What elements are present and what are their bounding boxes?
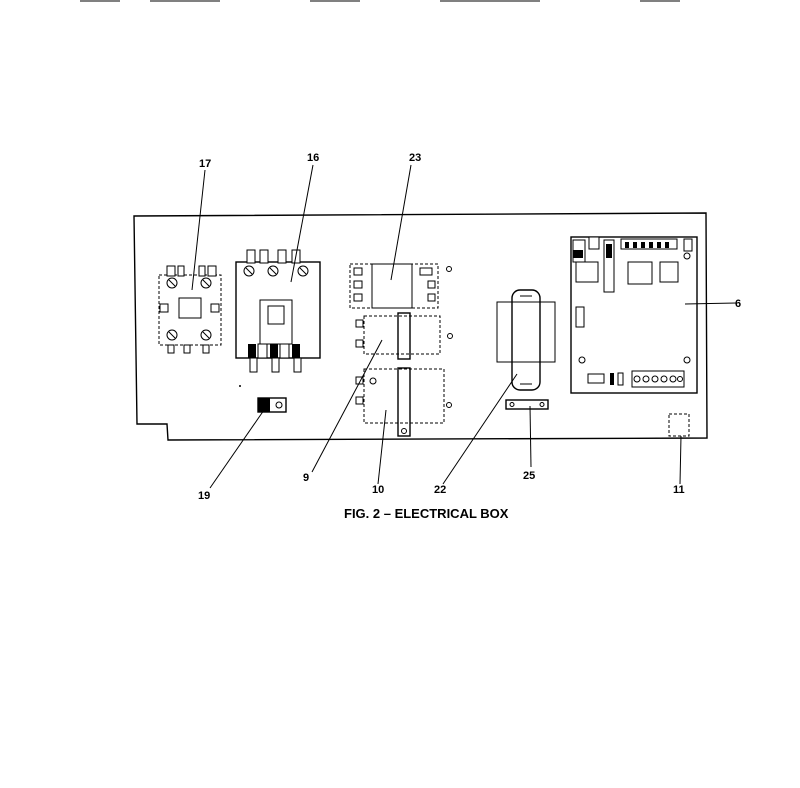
figure-caption: FIG. 2 – ELECTRICAL BOX bbox=[344, 506, 509, 521]
contactor-17 bbox=[158, 265, 222, 354]
component-11 bbox=[668, 413, 690, 437]
bracket-19 bbox=[239, 385, 287, 413]
control-board-6 bbox=[570, 236, 698, 394]
contactor-16 bbox=[235, 249, 321, 373]
callout-25: 25 bbox=[523, 470, 535, 482]
callout-10: 10 bbox=[372, 484, 384, 496]
relay-9 bbox=[355, 312, 453, 360]
relay-23 bbox=[349, 263, 452, 309]
transformer-22 bbox=[496, 289, 556, 391]
callout-19: 19 bbox=[198, 490, 210, 502]
callout-9: 9 bbox=[303, 472, 309, 484]
callout-11: 11 bbox=[673, 484, 685, 496]
leader-lines bbox=[191, 164, 737, 489]
callout-16: 16 bbox=[307, 152, 319, 164]
callout-23: 23 bbox=[409, 152, 421, 164]
terminal-strip-25 bbox=[505, 399, 549, 410]
callout-17: 17 bbox=[199, 158, 211, 170]
callout-6: 6 bbox=[735, 298, 741, 310]
relay-10 bbox=[355, 367, 452, 437]
electrical-box-outline bbox=[133, 212, 708, 441]
callout-22: 22 bbox=[434, 484, 446, 496]
